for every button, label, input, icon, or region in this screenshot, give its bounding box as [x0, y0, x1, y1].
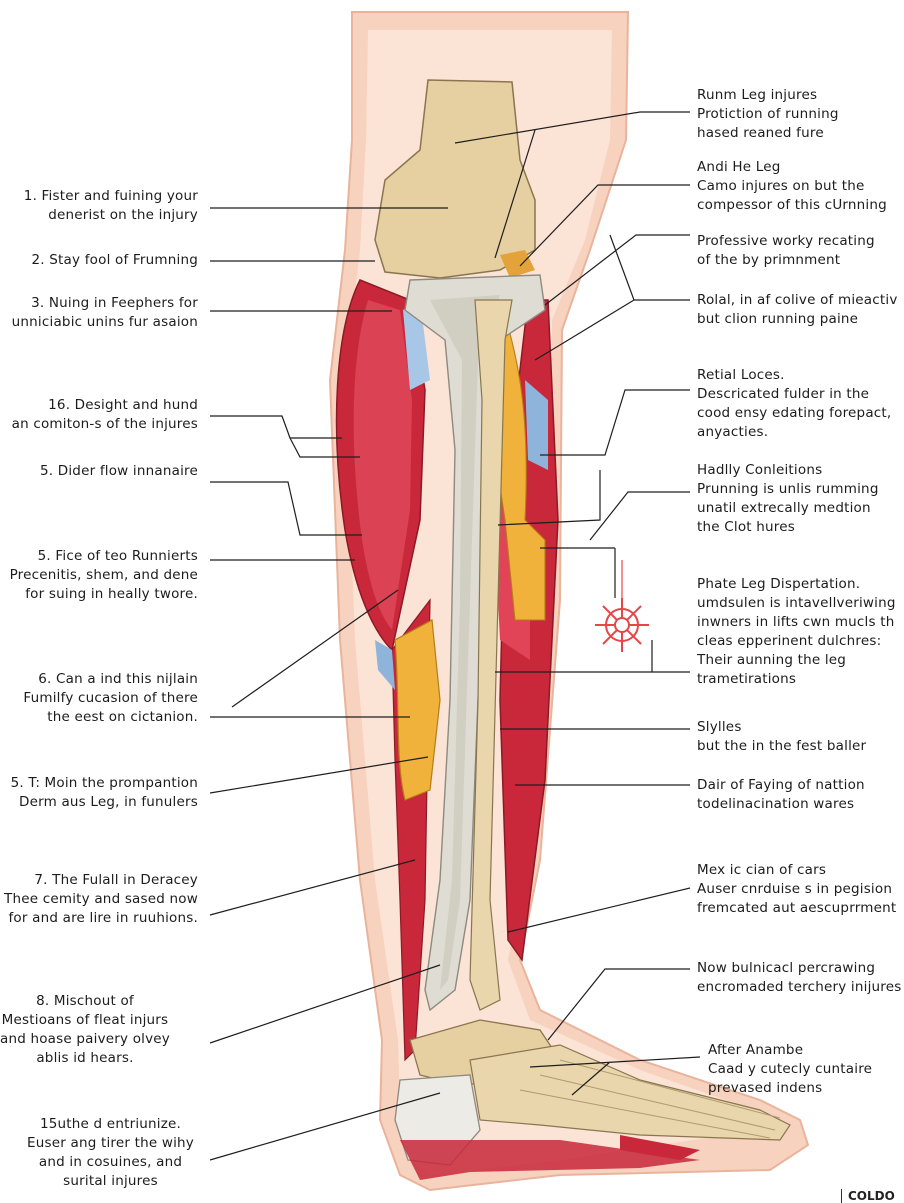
right-label-4: Rolal, in af colive of mieactiv but clio… — [697, 291, 898, 329]
left-label-1-line-2: denerist on the injury — [24, 206, 198, 225]
right-label-5-line-3: cood ensy edating forepact, — [697, 404, 891, 423]
right-label-8-line-2: but the in the fest baller — [697, 737, 866, 756]
left-label-3-line-1: 3. Nuing in Feephers for — [12, 294, 198, 313]
right-label-11-line-2: encromaded terchery inijures — [697, 978, 901, 997]
left-label-7: 6. Can a ind this nijlain Fumilfy cucasi… — [23, 670, 198, 727]
left-label-2: 2. Stay fool of Frumning — [32, 251, 198, 270]
right-label-5-line-2: Descricated fulder in the — [697, 385, 891, 404]
right-label-7-line-5: Their aunning the leg — [697, 651, 896, 670]
right-label-10-line-3: fremcated aut aescuprrment — [697, 899, 896, 918]
left-label-10: 8. Mischout of Mestioans of fleat injurs… — [0, 992, 170, 1068]
right-label-6-line-1: Hadlly Conleitions — [697, 461, 879, 480]
left-label-7-line-3: the eest on cictanion. — [23, 708, 198, 727]
right-label-5: Retial Loces. Descricated fulder in the … — [697, 366, 891, 442]
right-label-1-line-2: Protiction of running — [697, 105, 839, 124]
right-label-5-line-1: Retial Loces. — [697, 366, 891, 385]
left-label-4-line-2: an comiton-s of the injures — [12, 415, 198, 434]
injury-burst-icon — [595, 598, 649, 652]
right-label-7-line-6: trametirations — [697, 670, 896, 689]
left-label-3-line-2: unniciabic unins fur asaion — [12, 313, 198, 332]
right-label-3-line-2: of the by primnment — [697, 251, 875, 270]
right-label-7: Phate Leg Dispertation. umdsulen is inta… — [697, 575, 896, 689]
right-label-9-line-1: Dair of Faying of nattion — [697, 776, 865, 795]
left-label-9-line-3: for and are lire in ruuhions. — [4, 909, 198, 928]
left-label-7-line-1: 6. Can a ind this nijlain — [23, 670, 198, 689]
left-label-11-line-3: and in cosuines, and — [27, 1153, 194, 1172]
right-label-7-line-4: cleas epperinent dulchres: — [697, 632, 896, 651]
right-label-12-line-1: After Anambe — [708, 1041, 872, 1060]
right-label-1-line-3: hased reaned fure — [697, 124, 839, 143]
left-label-3: 3. Nuing in Feephers for unniciabic unin… — [12, 294, 198, 332]
right-label-6-line-2: Prunning is unlis rumming — [697, 480, 879, 499]
left-label-8-line-1: 5. T: Moin the prompantion — [11, 774, 198, 793]
left-label-2-line-1: 2. Stay fool of Frumning — [32, 251, 198, 270]
left-label-9-line-1: 7. The Fulall in Deracey — [4, 871, 198, 890]
right-label-7-line-1: Phate Leg Dispertation. — [697, 575, 896, 594]
left-label-10-line-4: ablis id hears. — [0, 1049, 170, 1068]
right-label-7-line-3: inwners in lifts cwn mucls th — [697, 613, 896, 632]
right-label-10: Mex ic cian of cars Auser cnrduise s in … — [697, 861, 896, 918]
right-label-12-line-2: Caad y cutecly cuntaire — [708, 1060, 872, 1079]
left-label-1: 1. Fister and fuining your denerist on t… — [24, 187, 198, 225]
right-label-11-line-1: Now bulnicacl percrawing — [697, 959, 901, 978]
right-label-2-line-3: compessor of this cUrnning — [697, 196, 887, 215]
right-label-4-line-2: but clion running paine — [697, 310, 898, 329]
left-label-11-line-4: surital injures — [27, 1172, 194, 1191]
left-label-6-line-2: Precenitis, shem, and dene — [10, 566, 198, 585]
left-label-6-line-1: 5. Fice of teo Runnierts — [10, 547, 198, 566]
right-label-1-line-1: Runm Leg injures — [697, 86, 839, 105]
left-label-11: 15uthe d entriunize. Euser ang tirer the… — [27, 1115, 194, 1191]
left-label-6: 5. Fice of teo Runnierts Precenitis, she… — [10, 547, 198, 604]
left-label-8: 5. T: Moin the prompantion Derm aus Leg,… — [11, 774, 198, 812]
left-label-9-line-2: Thee cemity and sased now — [4, 890, 198, 909]
left-label-8-line-2: Derm aus Leg, in funulers — [11, 793, 198, 812]
left-label-5: 5. Dider flow innanaire — [40, 462, 198, 481]
right-label-3: Professive worky recating of the by prim… — [697, 232, 875, 270]
right-label-6-line-4: the Clot hures — [697, 518, 879, 537]
left-label-6-line-3: for suing in heally twore. — [10, 585, 198, 604]
right-label-7-line-2: umdsulen is intavellveriwing — [697, 594, 896, 613]
left-label-4: 16. Desight and hund an comiton-s of the… — [12, 396, 198, 434]
left-label-10-line-1: 8. Mischout of — [0, 992, 170, 1011]
left-label-4-line-1: 16. Desight and hund — [12, 396, 198, 415]
right-label-9: Dair of Faying of nattion todelinacinati… — [697, 776, 865, 814]
right-label-12: After Anambe Caad y cutecly cuntaire pre… — [708, 1041, 872, 1098]
right-label-2: Andi He Leg Camo injures on but the comp… — [697, 158, 887, 215]
left-label-1-line-1: 1. Fister and fuining your — [24, 187, 198, 206]
left-label-10-line-2: Mestioans of fleat injurs — [0, 1011, 170, 1030]
right-label-8-line-1: Slylles — [697, 718, 866, 737]
right-label-9-line-2: todelinacination wares — [697, 795, 865, 814]
left-label-9: 7. The Fulall in Deracey Thee cemity and… — [4, 871, 198, 928]
right-label-11: Now bulnicacl percrawing encromaded terc… — [697, 959, 901, 997]
right-label-2-line-1: Andi He Leg — [697, 158, 887, 177]
right-label-10-line-1: Mex ic cian of cars — [697, 861, 896, 880]
right-label-12-line-3: prevased indens — [708, 1079, 872, 1098]
left-label-5-line-1: 5. Dider flow innanaire — [40, 462, 198, 481]
right-label-1: Runm Leg injures Protiction of running h… — [697, 86, 839, 143]
left-label-7-line-2: Fumilfy cucasion of there — [23, 689, 198, 708]
left-label-11-line-1: 15uthe d entriunize. — [27, 1115, 194, 1134]
right-label-6: Hadlly Conleitions Prunning is unlis rum… — [697, 461, 879, 537]
left-label-11-line-2: Euser ang tirer the wihy — [27, 1134, 194, 1153]
right-label-5-line-4: anyacties. — [697, 423, 891, 442]
left-label-10-line-3: and hoase paivery olvey — [0, 1030, 170, 1049]
right-label-6-line-3: unatil extrecally medtion — [697, 499, 879, 518]
right-label-10-line-2: Auser cnrduise s in pegision — [697, 880, 896, 899]
right-label-4-line-1: Rolal, in af colive of mieactiv — [697, 291, 898, 310]
right-label-2-line-2: Camo injures on but the — [697, 177, 887, 196]
right-label-3-line-1: Professive worky recating — [697, 232, 875, 251]
right-label-8: Slylles but the in the fest baller — [697, 718, 866, 756]
